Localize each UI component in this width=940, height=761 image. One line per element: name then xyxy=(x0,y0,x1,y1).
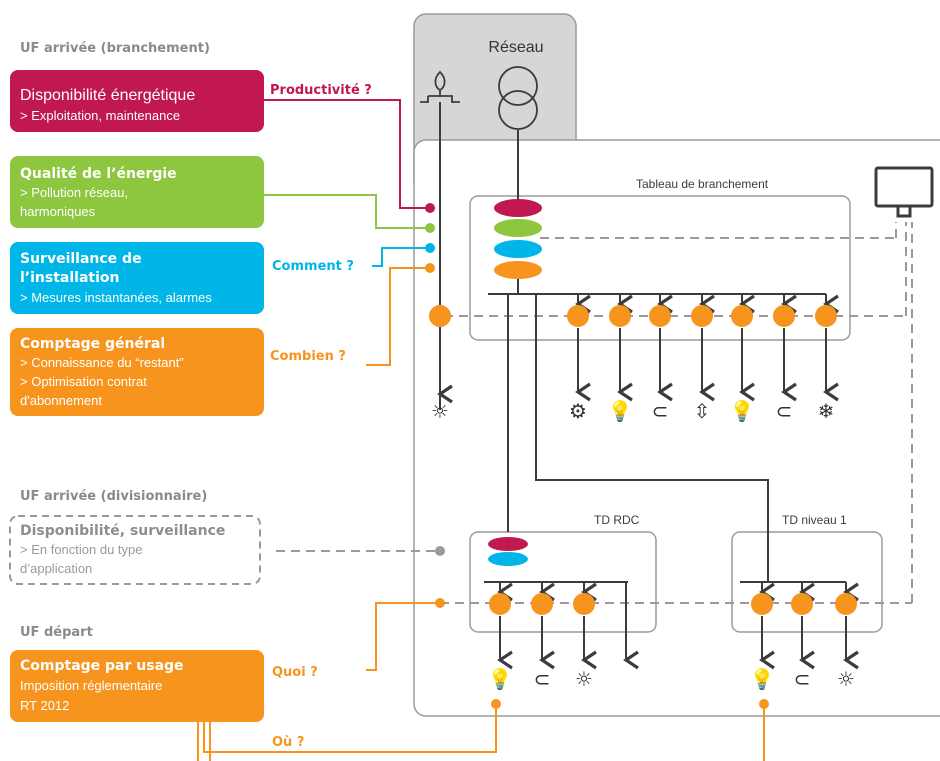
box-divisionnaire xyxy=(9,515,261,585)
connector-lines xyxy=(197,99,765,761)
label-ou: Où ? xyxy=(272,735,304,750)
box-comptage-general xyxy=(10,328,264,416)
box-disponibilite-title: Disponibilité énergétique xyxy=(20,87,195,104)
sub-meter-tableau-1 xyxy=(609,305,631,327)
power-wiring xyxy=(439,102,846,583)
gas-burner-icon xyxy=(420,70,460,103)
meter-red xyxy=(494,199,542,217)
sub-meter-dots xyxy=(429,305,857,615)
burst-icon: ☼ xyxy=(575,667,593,691)
connector-dot-orange xyxy=(425,263,435,273)
sub-meter-niveau-0 xyxy=(751,593,773,615)
header-depart: UF départ xyxy=(20,625,93,640)
flow-arrows xyxy=(437,294,859,670)
bulb-icon: 💡 xyxy=(608,399,633,423)
reseau-label: Réseau xyxy=(488,39,543,56)
sub-meter-tableau-5 xyxy=(773,305,795,327)
label-comment: Comment ? xyxy=(272,259,354,274)
transformer-icon xyxy=(498,66,538,130)
box-comptage-usage xyxy=(10,650,264,722)
bulb-icon: 💡 xyxy=(488,667,513,691)
burst-icon: ☼ xyxy=(431,399,449,423)
box-surveillance-sub: > Mesures instantanées, alarmes xyxy=(20,290,212,305)
box-comptage-general-sub2: > Optimisation contrat xyxy=(20,374,147,389)
meter-rdc-red xyxy=(488,537,528,551)
header-arrivee-branchement: UF arrivée (branchement) xyxy=(20,41,210,56)
box-divisionnaire-title: Disponibilité, surveillance xyxy=(20,523,225,539)
box-comptage-general-title: Comptage général xyxy=(20,336,165,352)
td-niveau1-label: TD niveau 1 xyxy=(782,513,847,527)
box-surveillance xyxy=(10,242,264,314)
td-rdc-label: TD RDC xyxy=(594,513,640,527)
sub-meter-tableau-0 xyxy=(567,305,589,327)
connector-dot-quoi xyxy=(435,598,445,608)
connector-dot-ou-niveau xyxy=(759,699,769,709)
communication-lines xyxy=(276,222,913,604)
snowflake-icon: ❄ xyxy=(818,399,835,423)
sub-meter-niveau-1 xyxy=(791,593,813,615)
box-comptage-general-sub1: > Connaissance du “restant” xyxy=(20,355,184,370)
box-comptage-usage-sub1: Imposition réglementaire xyxy=(20,678,162,693)
box-surveillance-title1: Surveillance de xyxy=(20,251,142,267)
sub-meter-rdc-0 xyxy=(489,593,511,615)
sub-meter-tableau-3 xyxy=(691,305,713,327)
connector-dot-green xyxy=(425,223,435,233)
box-qualite-sub1: > Pollution réseau, xyxy=(20,185,128,200)
sub-meter-gas xyxy=(429,305,451,327)
meter-rdc-blue xyxy=(488,552,528,566)
sub-meter-tableau-6 xyxy=(815,305,837,327)
sub-meter-tableau-4 xyxy=(731,305,753,327)
bulb-icon: 💡 xyxy=(730,399,755,423)
plug-icon: ⊂ xyxy=(534,667,551,691)
label-quoi: Quoi ? xyxy=(272,665,318,680)
plug-icon: ⊂ xyxy=(652,399,669,423)
burst-icon: ☼ xyxy=(837,667,855,691)
box-disponibilite xyxy=(10,70,264,132)
connector-dot-grey xyxy=(435,546,445,556)
label-combien: Combien ? xyxy=(270,349,346,364)
connector-dot-ou-rdc xyxy=(491,699,501,709)
meter-blue xyxy=(494,240,542,258)
bulb-icon: 💡 xyxy=(750,667,775,691)
box-divisionnaire-sub2: d’application xyxy=(20,561,92,576)
box-comptage-usage-sub2: RT 2012 xyxy=(20,698,69,713)
elevator-icon: ⇳ xyxy=(694,399,711,423)
box-comptage-usage-title: Comptage par usage xyxy=(20,658,184,674)
box-divisionnaire-sub1: > En fonction du type xyxy=(20,542,143,557)
meter-green xyxy=(494,219,542,237)
sub-meter-rdc-2 xyxy=(573,593,595,615)
box-qualite-sub2: harmoniques xyxy=(20,204,96,219)
header-arrivee-divisionnaire: UF arrivée (divisionnaire) xyxy=(20,489,207,504)
box-disponibilite-sub: > Exploitation, maintenance xyxy=(20,108,180,123)
meter-orange xyxy=(494,261,542,279)
plug-icon: ⊂ xyxy=(794,667,811,691)
sub-meter-niveau-2 xyxy=(835,593,857,615)
sub-meter-rdc-1 xyxy=(531,593,553,615)
gear-icon: ⚙ xyxy=(569,399,587,423)
connector-dot-blue xyxy=(425,243,435,253)
label-productivite: Productivité ? xyxy=(270,83,372,98)
connector-dot-red xyxy=(425,203,435,213)
plug-icon: ⊂ xyxy=(776,399,793,423)
box-comptage-general-sub3: d'abonnement xyxy=(20,393,102,408)
sub-meter-tableau-2 xyxy=(649,305,671,327)
box-qualite-title: Qualité de l’énergie xyxy=(20,166,177,182)
box-qualite xyxy=(10,156,264,228)
box-surveillance-title2: l’installation xyxy=(20,270,119,286)
tableau-label: Tableau de branchement xyxy=(636,177,769,191)
monitor-icon xyxy=(874,166,934,218)
device-icons: ☼ ⚙ 💡 ⊂ ⇳ 💡 ⊂ ❄ 💡 ⊂ ☼ 💡 ⊂ ☼ xyxy=(431,399,855,691)
